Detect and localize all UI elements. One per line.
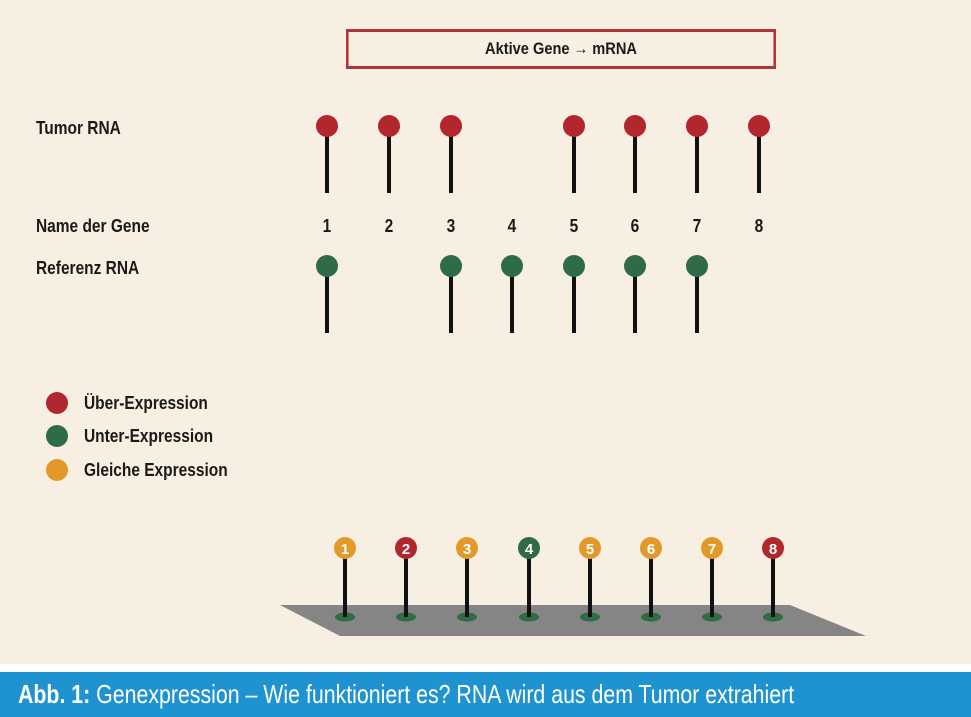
microarray-spot-1: 1 [334, 537, 356, 622]
gene-number: 8 [754, 216, 764, 236]
microarray-illustration: 1 2 3 4 5 6 7 8 [280, 537, 866, 636]
tumor-pin-8-stem [757, 133, 761, 193]
spot-number: 1 [341, 541, 349, 558]
spot-head [456, 537, 478, 559]
tumor-pin-3-head [440, 115, 462, 137]
reference-pin-4-head [501, 255, 523, 277]
caption-separator [0, 664, 971, 672]
reference-rna-label: Referenz RNA [36, 258, 140, 278]
reference-pin-4-stem [510, 273, 514, 333]
tumor-pin-1-head [316, 115, 338, 137]
spot-head [762, 537, 784, 559]
spot-number: 5 [586, 541, 594, 558]
tumor-pin-2-stem [387, 133, 391, 193]
reference-pin-6-head [624, 255, 646, 277]
spot-stem [465, 553, 469, 617]
reference-pin-7-head [686, 255, 708, 277]
tumor-pin-5-stem [572, 133, 576, 193]
tumor-pin-6-head [624, 115, 646, 137]
gene-number: 5 [569, 216, 579, 236]
reference-pin-7-stem [695, 273, 699, 333]
spot-head [334, 537, 356, 559]
legend-dot-equal [46, 459, 68, 481]
gene-number: 3 [446, 216, 456, 236]
figure-caption: Abb. 1: Genexpression – Wie funktioniert… [0, 672, 971, 717]
reference-pin-5-stem [572, 273, 576, 333]
microarray-plate [280, 605, 866, 636]
legend-dot-over [46, 392, 68, 414]
diagram-title: Aktive Gene → mRNA [485, 39, 637, 58]
spot-stem [710, 553, 714, 617]
tumor-rna-label: Tumor RNA [36, 118, 121, 138]
spot-head [579, 537, 601, 559]
title-box: Aktive Gene → mRNA [346, 29, 776, 69]
spot-number: 6 [647, 541, 655, 558]
reference-pin-1-head [316, 255, 338, 277]
gene-number: 4 [507, 216, 517, 236]
tumor-pin-8-head [748, 115, 770, 137]
spot-head [518, 537, 540, 559]
tumor-pin-1-stem [325, 133, 329, 193]
microarray-spot-6: 6 [640, 537, 662, 622]
legend-item-under: Unter-Expression [46, 425, 234, 447]
spot-stem [527, 553, 531, 617]
gene-number: 2 [384, 216, 394, 236]
reference-pin-3-head [440, 255, 462, 277]
tumor-pin-7-stem [695, 133, 699, 193]
gene-number: 1 [322, 216, 332, 236]
legend-label-equal: Gleiche Expression [84, 459, 228, 480]
gene-number: 6 [630, 216, 640, 236]
gene-number: 7 [692, 216, 702, 236]
spot-stem [404, 553, 408, 617]
spot-number: 2 [402, 541, 410, 558]
spot-number: 3 [463, 541, 471, 558]
spot-stem [771, 553, 775, 617]
spot-stem [343, 553, 347, 617]
gene-names-label: Name der Gene [36, 216, 150, 236]
reference-pin-5-head [563, 255, 585, 277]
tumor-pin-6-stem [633, 133, 637, 193]
tumor-pin-7-head [686, 115, 708, 137]
spot-head [395, 537, 417, 559]
spot-number: 8 [769, 541, 777, 558]
spot-number: 7 [708, 541, 716, 558]
spot-head [701, 537, 723, 559]
microarray-spot-8: 8 [762, 537, 784, 622]
spot-stem [588, 553, 592, 617]
reference-pin-6-stem [633, 273, 637, 333]
microarray-spot-3: 3 [456, 537, 478, 622]
reference-pin-3-stem [449, 273, 453, 333]
legend-item-equal: Gleiche Expression [46, 459, 251, 481]
spot-stem [649, 553, 653, 617]
microarray-spot-2: 2 [395, 537, 417, 622]
tumor-pin-2-head [378, 115, 400, 137]
tumor-pin-5-head [563, 115, 585, 137]
reference-pin-1-stem [325, 273, 329, 333]
microarray-spot-4: 4 [518, 537, 540, 622]
tumor-pin-3-stem [449, 133, 453, 193]
legend-item-over: Über-Expression [46, 392, 228, 414]
legend-label-under: Unter-Expression [84, 425, 214, 446]
spot-number: 4 [525, 541, 534, 558]
spot-head [640, 537, 662, 559]
microarray-spot-7: 7 [701, 537, 723, 622]
microarray-spot-5: 5 [579, 537, 601, 622]
legend-label-over: Über-Expression [84, 392, 208, 413]
caption-text: Genexpression – Wie funktioniert es? RNA… [96, 679, 795, 709]
caption-prefix: Abb. 1: [18, 679, 91, 709]
legend-dot-under [46, 425, 68, 447]
